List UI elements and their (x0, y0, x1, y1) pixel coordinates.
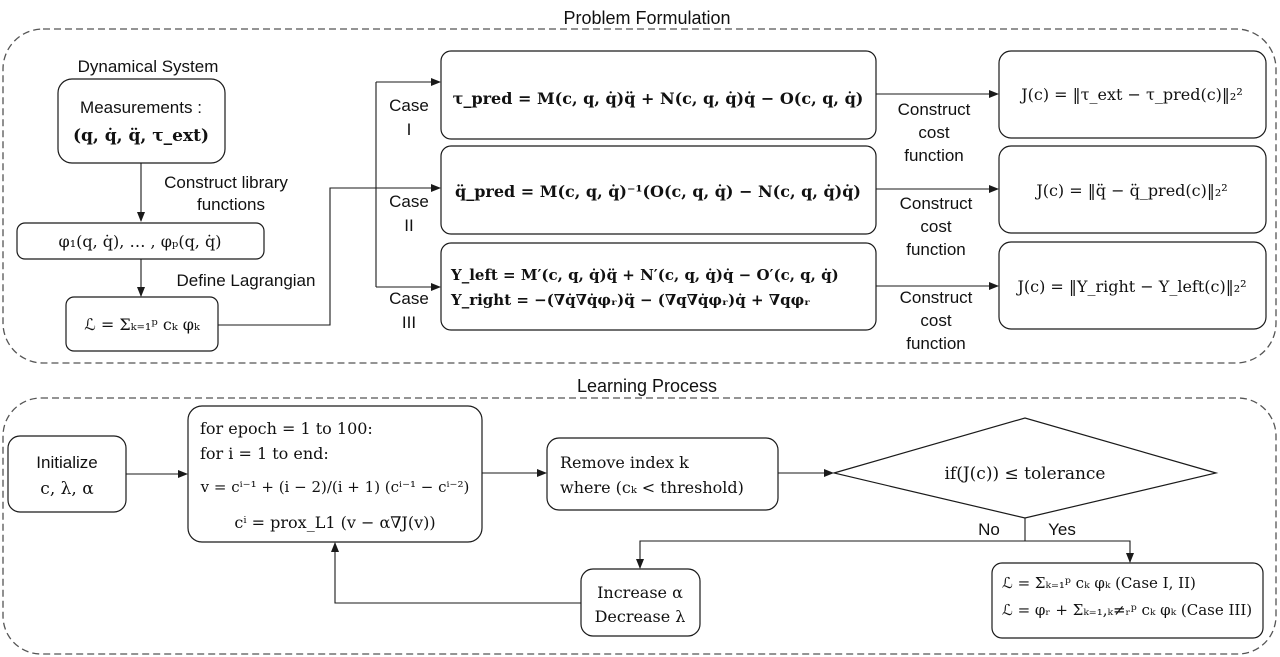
learning-process-title: Learning Process (577, 376, 717, 396)
lagrangian-box (65, 296, 219, 352)
case-3-equation-left: Y_left = M′(c, q, q̇)q̈ + N′(c, q, q̇)q̇… (450, 266, 839, 284)
problem-formulation-frame (2, 28, 1277, 364)
arrow-no-branch (636, 540, 1025, 569)
loop-momentum-line: v = cⁱ⁻¹ + (i − 2)/(i + 1) (cⁱ⁻¹ − cⁱ⁻²) (200, 478, 470, 496)
case-1-label: Case (389, 96, 429, 115)
final-lagrangian-case-1-2: ℒ = Σₖ₌₁ᵖ cₖ φₖ (Case I, II) (1002, 574, 1196, 592)
library-edge-label-2: functions (197, 195, 265, 214)
case-2-numeral: II (404, 216, 413, 235)
case-2-equation: q̈_pred = M(c, q, q̇)⁻¹(O(c, q, q̇) − N(… (455, 182, 861, 201)
case-1-cost-box (998, 50, 1267, 139)
loop-epoch-line: for epoch = 1 to 100: (200, 419, 373, 438)
case-3-cost-label-3: function (906, 334, 966, 353)
arrow-adjust-to-loop (331, 542, 581, 604)
lagrangian-text: ℒ = Σₖ₌₁ᵖ cₖ φₖ (84, 315, 201, 334)
case-2-equation-box (440, 145, 877, 235)
final-lagrangian-box (991, 562, 1264, 639)
case-3-numeral: III (402, 313, 416, 332)
case-2-cost-label-3: function (906, 240, 966, 259)
case-1-equation: τ_pred = M(c, q, q̇)q̈ + N(c, q, q̇)q̇ −… (453, 89, 864, 108)
case-2-label: Case (389, 192, 429, 211)
initialize-box (7, 435, 127, 513)
case-1-cost-label-1: Construct (898, 100, 971, 119)
case-3-cost-box (998, 241, 1267, 330)
case-3-equation-box (440, 242, 877, 331)
case-1-equation-box (440, 50, 877, 140)
no-label: No (978, 520, 1000, 539)
loop-iteration-line: for i = 1 to end: (200, 444, 329, 463)
measurements-box (57, 78, 226, 164)
case-3-equation-right: Y_right = −(∇q̇∇q̇φᵣ)q̈ − (∇q∇q̇φᵣ)q̇ + … (450, 291, 810, 309)
case-1-cost-label-2: cost (918, 123, 949, 142)
final-lagrangian-case-3: ℒ = φᵣ + Σₖ₌₁,ₖ≠ᵣᵖ cₖ φₖ (Case III) (1002, 601, 1252, 619)
measurements-vars: (q, q̇, q̈, τ_ext) (73, 126, 209, 146)
remove-index-box (546, 437, 779, 511)
case-1-cost-function: J(c) = ‖τ_ext − τ_pred(c)‖₂² (1019, 85, 1243, 104)
case-3-label: Case (389, 289, 429, 308)
case-2-cost-function: J(c) = ‖q̈ − q̈_pred(c)‖₂² (1034, 181, 1227, 200)
case-2-cost-box (998, 145, 1267, 234)
measurements-label: Measurements : (80, 98, 202, 117)
tolerance-decision-text: if(J(c)) ≤ tolerance (944, 464, 1105, 484)
decrease-lambda-text: Decrease λ (595, 607, 686, 626)
library-functions-text: φ₁(q, q̇), … , φₚ(q, q̇) (59, 232, 222, 251)
initialize-params: c, λ, α (40, 479, 94, 499)
remove-index-line: Remove index k (560, 453, 689, 472)
dynamical-system-title: Dynamical System (78, 57, 219, 76)
initialize-label: Initialize (36, 453, 97, 472)
define-lagrangian-label: Define Lagrangian (177, 271, 316, 290)
case-1-numeral: I (407, 120, 412, 139)
learning-process-frame (2, 397, 1277, 655)
increase-alpha-text: Increase α (597, 583, 683, 602)
case-3-cost-label-2: cost (920, 311, 951, 330)
problem-formulation-title: Problem Formulation (563, 8, 730, 28)
case-2-cost-label-2: cost (920, 217, 951, 236)
case-3-cost-function: J(c) = ‖Y_right − Y_left(c)‖₂² (1015, 277, 1246, 296)
remove-threshold-line: where (cₖ < threshold) (560, 478, 744, 497)
case-2-cost-label-1: Construct (900, 194, 973, 213)
case-1-cost-label-3: function (904, 146, 964, 165)
tolerance-decision-diamond (831, 417, 1219, 519)
connector-lagrangian-to-cases (218, 187, 376, 326)
loop-prox-line: cⁱ = prox_L1 (v − α∇J(v)) (234, 513, 435, 532)
yes-label: Yes (1048, 520, 1076, 539)
arrow-yes-branch (1025, 540, 1134, 563)
case-3-cost-label-1: Construct (900, 288, 973, 307)
library-edge-label-1: Construct library (164, 173, 288, 192)
